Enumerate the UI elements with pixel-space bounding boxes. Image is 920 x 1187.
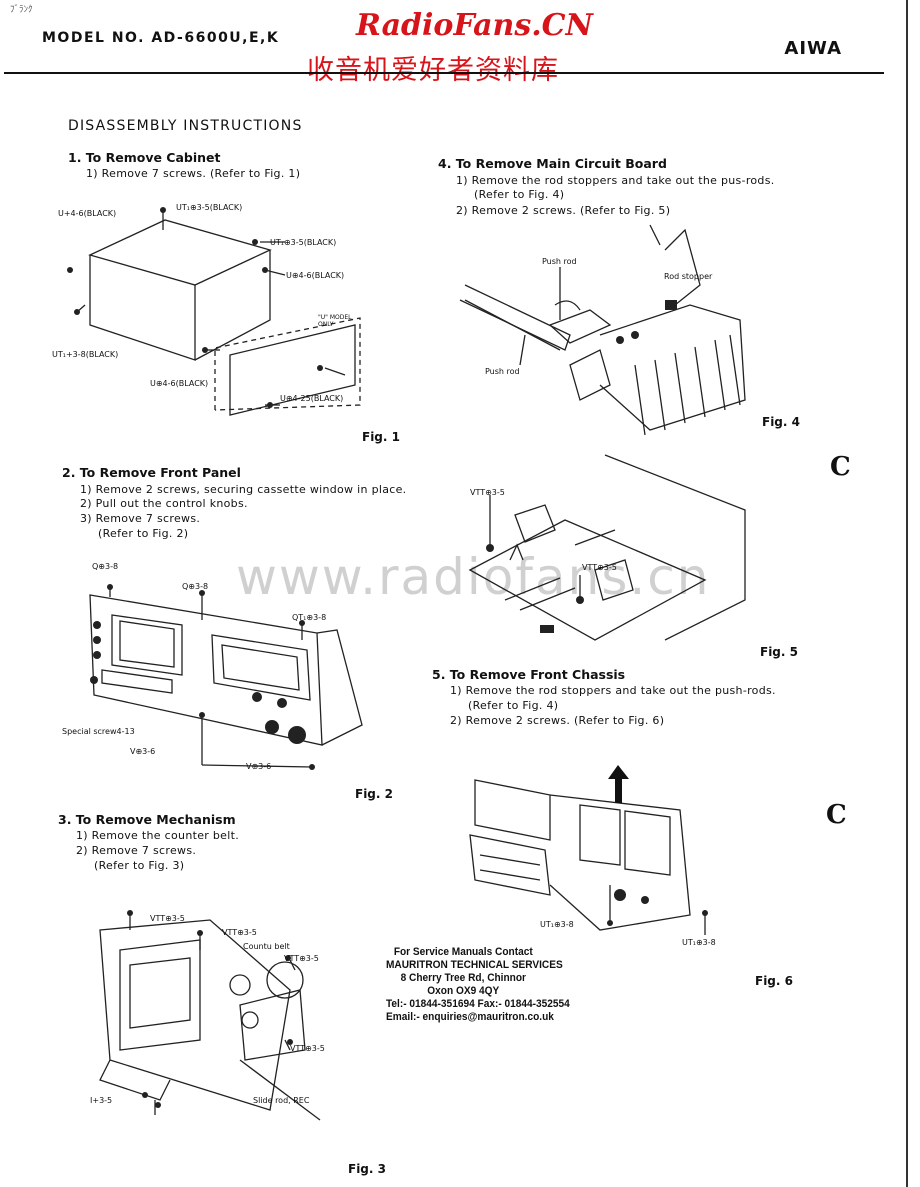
section-5-heading: 5. To Remove Front Chassis xyxy=(432,667,626,682)
section-1-step-1: 1) Remove 7 screws. (Refer to Fig. 1) xyxy=(86,167,301,180)
section-2-heading: 2. To Remove Front Panel xyxy=(62,465,241,480)
contact-line-4: Oxon OX9 4QY xyxy=(427,985,500,997)
fig1-cabinet-diagram xyxy=(67,207,375,425)
contact-line-2: MAURITRON TECHNICAL SERVICES xyxy=(386,959,563,971)
fig6-label-1: UT₁⊕3-8 xyxy=(540,920,574,929)
fig3-label-2: VTT⊕3-5 xyxy=(222,928,257,937)
section-4-heading: 4. To Remove Main Circuit Board xyxy=(438,156,667,171)
fig6-front-chassis-diagram xyxy=(470,765,708,940)
fig2-label-4: Special screw4-13 xyxy=(62,727,135,736)
fig2-label-5: V⊕3-6 xyxy=(130,747,156,756)
section-3-step-2: 2) Remove 7 screws. xyxy=(76,844,197,857)
fig1-label-8: U⊕4-25(BLACK) xyxy=(280,394,344,403)
section-5-step-2: 2) Remove 2 screws. (Refer to Fig. 6) xyxy=(450,714,665,727)
header-rule xyxy=(4,72,884,74)
fig1-label-4: U⊕4-6(BLACK) xyxy=(286,271,345,280)
margin-mark-2: C xyxy=(826,800,847,830)
fig3-label-4: VTT⊕3-5 xyxy=(284,954,319,963)
fig4-label-1: Push rod xyxy=(542,257,577,266)
page-edge-line xyxy=(906,0,908,1187)
contact-phone: Tel:- 01844-351694 Fax:- 01844-352554 xyxy=(386,998,570,1010)
fig2-label-1: Q⊕3-8 xyxy=(92,562,119,571)
fig1-caption: Fig. 1 xyxy=(362,430,400,444)
watermark-title: RadioFans.CN xyxy=(356,8,593,43)
corner-mark: ﾌﾞﾗﾝｸ xyxy=(10,5,33,15)
section-3-step-1: 1) Remove the counter belt. xyxy=(76,829,240,842)
section-3-step-3: (Refer to Fig. 3) xyxy=(94,859,185,872)
fig1-label-7: U⊕4-6(BLACK) xyxy=(150,379,209,388)
section-5-step-1-ref: (Refer to Fig. 4) xyxy=(468,699,559,712)
document-title: DISASSEMBLY INSTRUCTIONS xyxy=(68,118,303,134)
fig1-label-6: UT₁+3-8(BLACK) xyxy=(52,350,119,359)
fig2-label-3: QT₁⊕3-8 xyxy=(292,613,327,622)
section-5-step-1: 1) Remove the rod stoppers and take out … xyxy=(450,684,776,697)
fig5-label-1: VTT⊕3-5 xyxy=(470,488,505,497)
fig4-push-rod-diagram xyxy=(460,225,770,440)
section-4-step-1-ref: (Refer to Fig. 4) xyxy=(474,188,565,201)
watermark-chinese: 收音机爱好者资料库 xyxy=(307,55,559,86)
fig3-label-3: Countu belt xyxy=(243,942,290,951)
section-4-step-1: 1) Remove the rod stoppers and take out … xyxy=(456,174,775,187)
fig1-label-5: "U" MODEL ONLY xyxy=(318,314,352,328)
fig3-label-1: VTT⊕3-5 xyxy=(150,914,185,923)
fig1-label-2: UT₁⊕3-5(BLACK) xyxy=(176,203,243,212)
fig6-label-2: UT₁⊕3-8 xyxy=(682,938,716,947)
fig6-caption: Fig. 6 xyxy=(755,974,793,988)
fig5-caption: Fig. 5 xyxy=(760,645,798,659)
section-4-step-2: 2) Remove 2 screws. (Refer to Fig. 5) xyxy=(456,204,671,217)
model-number: MODEL NO. AD-6600U,E,K xyxy=(42,30,280,46)
contact-line-3: 8 Cherry Tree Rd, Chinnor xyxy=(400,972,526,984)
fig4-caption: Fig. 4 xyxy=(762,415,800,429)
section-2-step-4: (Refer to Fig. 2) xyxy=(98,527,189,540)
fig2-front-panel-diagram xyxy=(82,584,372,770)
section-3-heading: 3. To Remove Mechanism xyxy=(58,812,236,827)
fig3-label-7: Slide rod, REC xyxy=(253,1096,310,1105)
fig2-caption: Fig. 2 xyxy=(355,787,393,801)
fig3-label-5: VTT⊕3-5 xyxy=(290,1044,325,1053)
fig2-label-6: V⊕3-6 xyxy=(246,762,272,771)
fig5-label-2: VTT⊕3-5 xyxy=(582,563,617,572)
section-2-step-3: 3) Remove 7 screws. xyxy=(80,512,201,525)
fig1-label-3: UT₁⊕3-5(BLACK) xyxy=(270,238,337,247)
section-2-step-1: 1) Remove 2 screws, securing cassette wi… xyxy=(80,483,407,496)
section-2-step-2: 2) Pull out the control knobs. xyxy=(80,497,248,510)
contact-line-1: For Service Manuals Contact xyxy=(393,946,533,958)
fig4-label-2: Rod stopper xyxy=(664,272,713,281)
section-1-heading: 1. To Remove Cabinet xyxy=(68,150,221,165)
fig3-label-6: I+3-5 xyxy=(90,1096,113,1105)
fig3-mechanism-diagram xyxy=(90,910,340,1120)
fig1-label-1: U+4-6(BLACK) xyxy=(58,209,117,218)
fig3-caption: Fig. 3 xyxy=(348,1162,386,1176)
fig5-circuit-board-diagram xyxy=(465,450,750,645)
service-contact: For Service Manuals Contact MAURITRON TE… xyxy=(386,946,570,1024)
contact-email: Email:- enquiries@mauritron.co.uk xyxy=(386,1011,554,1023)
fig2-label-2: Q⊕3-8 xyxy=(182,582,209,591)
margin-mark-1: C xyxy=(830,452,851,482)
fig4-label-3: Push rod xyxy=(485,367,520,376)
brand-name: AIWA xyxy=(784,38,842,59)
